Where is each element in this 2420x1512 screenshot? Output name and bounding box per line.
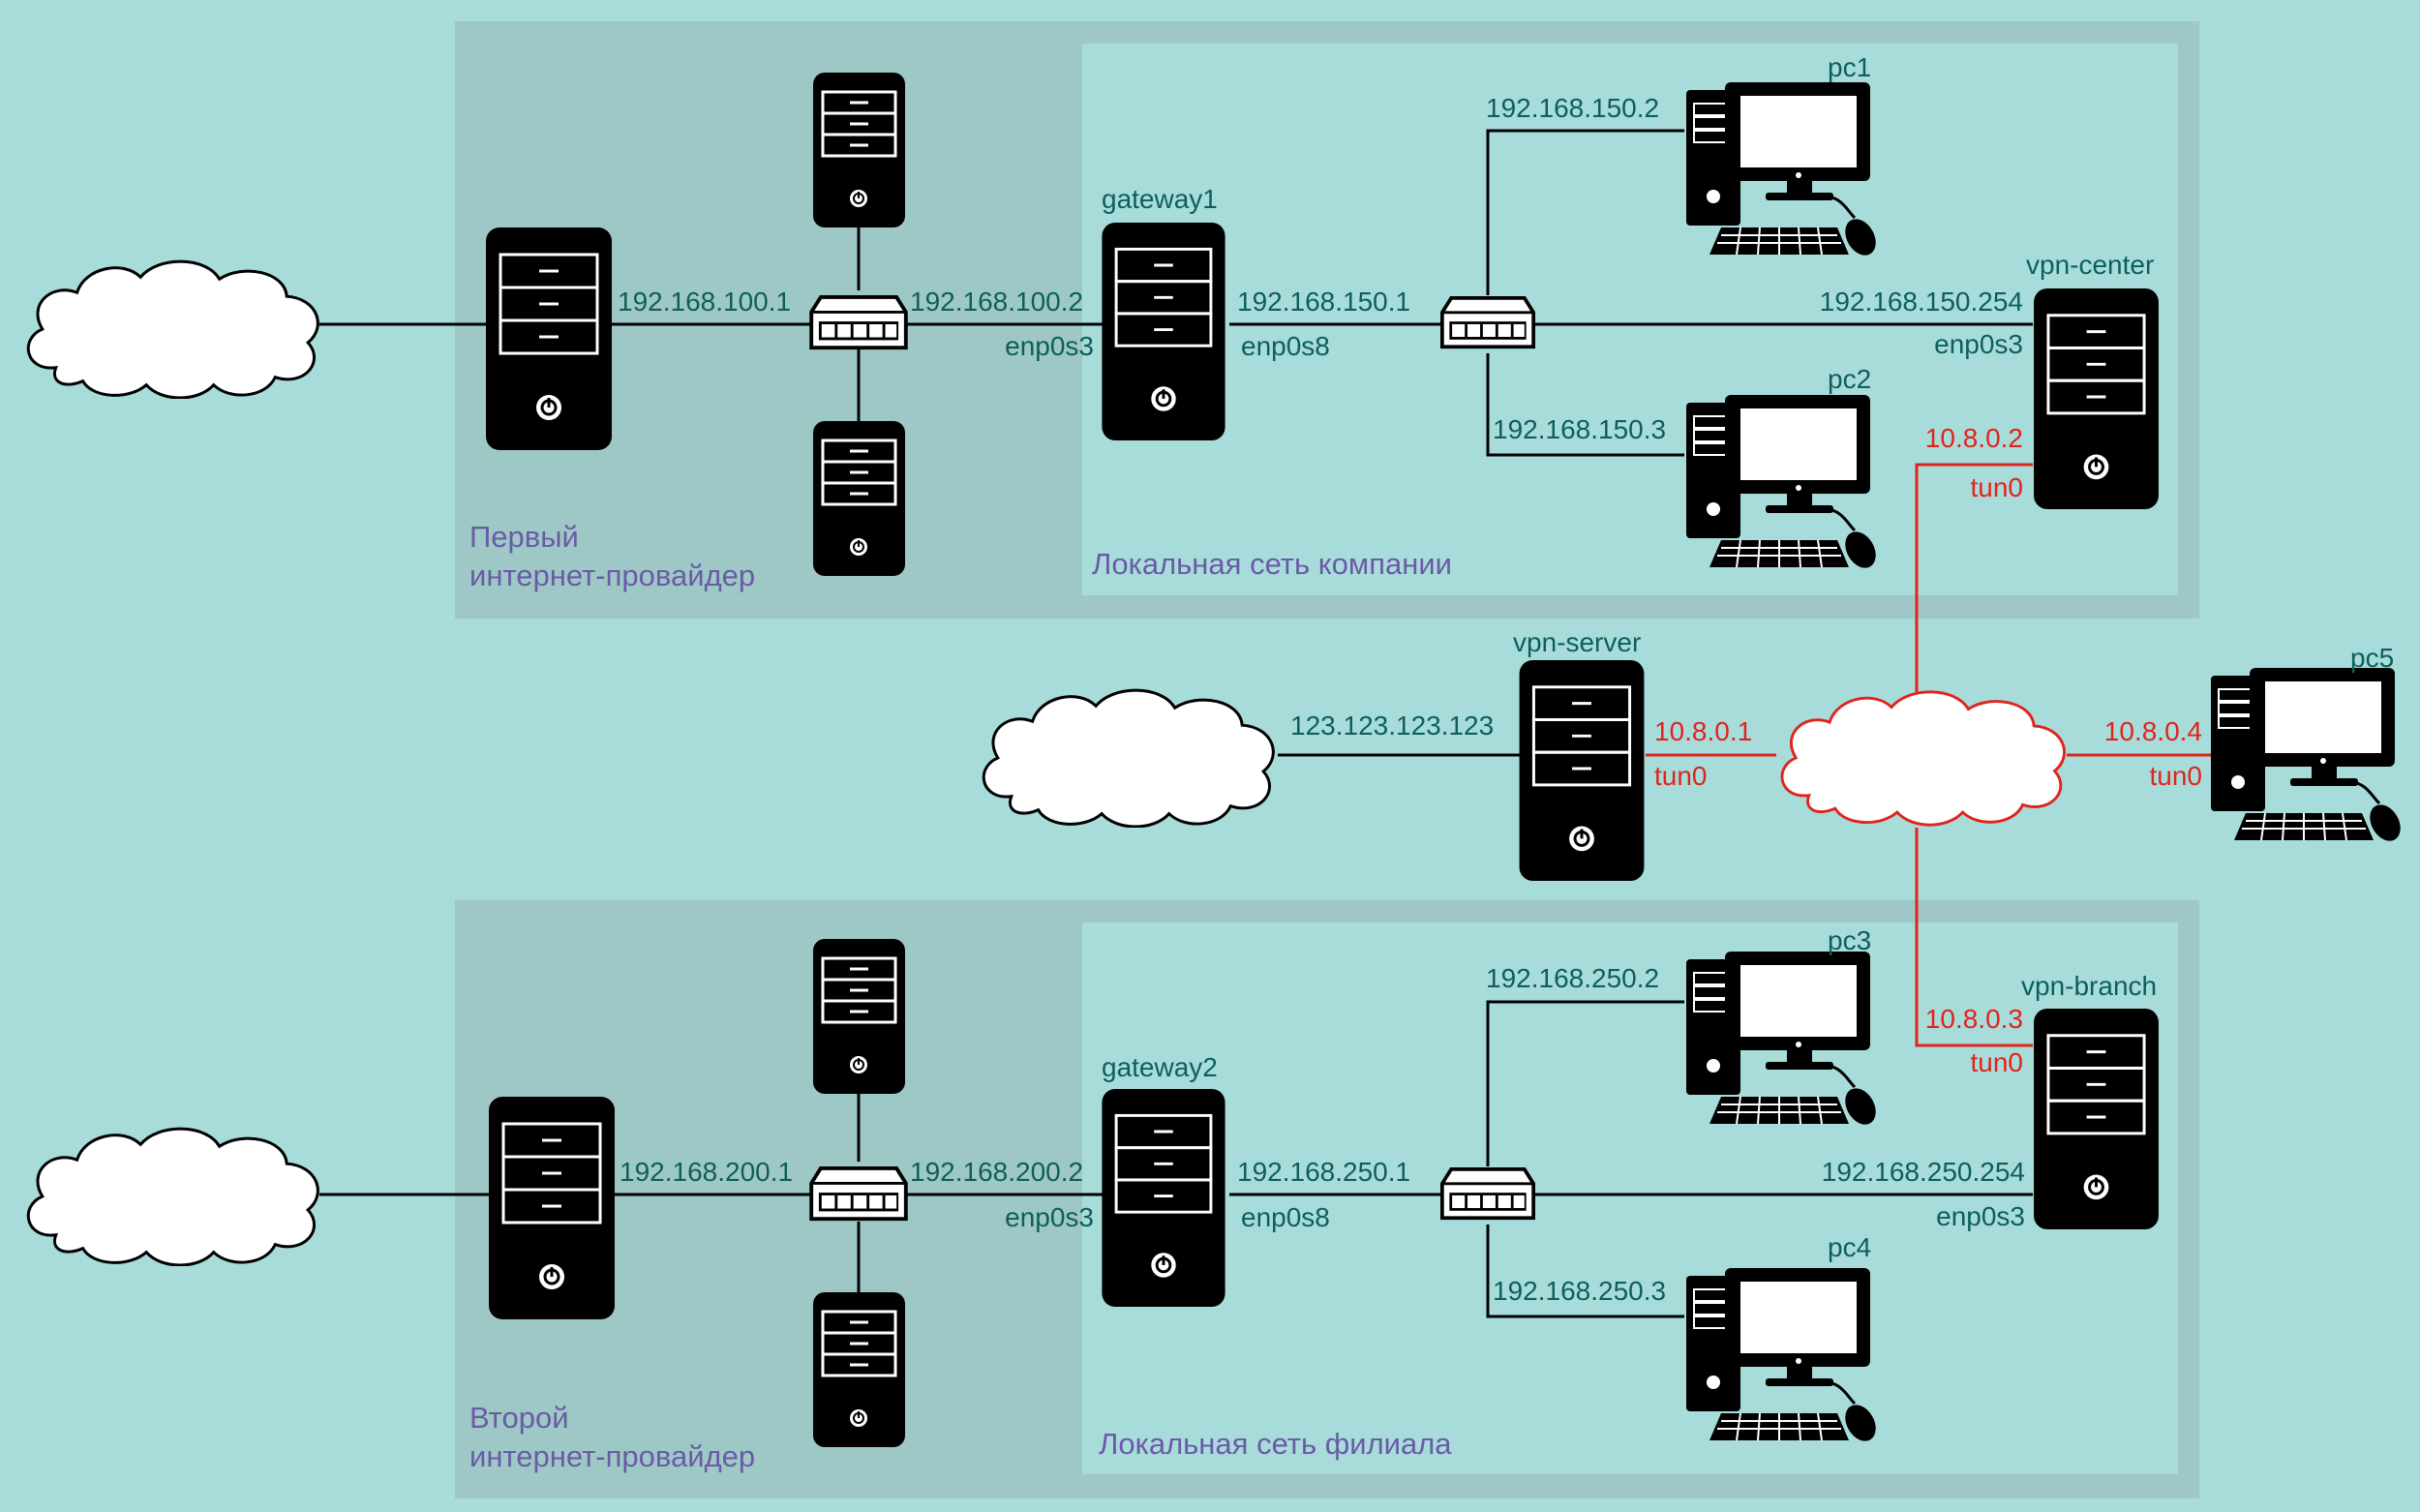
host-pc2: pc2 <box>1828 364 1872 394</box>
pc3-icon <box>1684 952 1876 1126</box>
iface-pc5-tun: tun0 <box>2149 761 2203 791</box>
iface-vpn-server-tun: tun0 <box>1654 761 1708 791</box>
isp1-server-top-icon <box>813 73 905 227</box>
host-vpn-branch: vpn-branch <box>2021 971 2158 1001</box>
pc2-icon <box>1684 395 1876 569</box>
iface-gw1-int: enp0s8 <box>1241 331 1330 361</box>
zone-label-lan-company: Локальная сеть компании <box>1092 547 1452 581</box>
host-pc4: pc4 <box>1828 1232 1872 1262</box>
host-vpn-center: vpn-center <box>2026 250 2155 280</box>
host-pc3: pc3 <box>1828 925 1872 955</box>
addr-vpn-branch-tun: 10.8.0.3 <box>1924 1004 2023 1034</box>
internet-cloud-bottom-icon <box>26 1127 319 1266</box>
isp1-router-server-icon <box>486 227 612 450</box>
addr-gw2-int: 192.168.250.1 <box>1237 1157 1411 1187</box>
isp2-router-server-icon <box>489 1097 615 1319</box>
isp1-server-bottom-icon <box>813 421 905 576</box>
vpn-cloud-icon <box>1780 690 2067 827</box>
addr-gw1-ext: 192.168.100.2 <box>910 287 1084 317</box>
gateway1-server-icon <box>1101 223 1226 440</box>
vpn-center-server-icon <box>2032 288 2161 509</box>
gateway2-server-icon <box>1101 1089 1226 1307</box>
zone-label-isp1: Первый интернет-провайдер <box>469 520 756 592</box>
host-pc1: pc1 <box>1828 52 1872 82</box>
iface-gw1-ext: enp0s3 <box>1005 331 1094 361</box>
isp2-switch-icon <box>809 1166 908 1222</box>
pc1-icon <box>1684 82 1876 257</box>
addr-pc1: 192.168.150.2 <box>1486 93 1660 123</box>
zone-label-isp2: Второй интернет-провайдер <box>469 1401 756 1473</box>
host-gateway2: gateway2 <box>1102 1052 1218 1082</box>
iface-vpn-center-lan: enp0s3 <box>1934 329 2023 359</box>
lan-branch-switch-icon <box>1439 1167 1536 1221</box>
addr-pc4: 192.168.250.3 <box>1493 1276 1667 1306</box>
addr-vpn-server-tun: 10.8.0.1 <box>1654 716 1753 746</box>
lan-company-switch-icon <box>1439 296 1536 349</box>
isp2-server-top-icon <box>813 939 905 1094</box>
addr-pc3: 192.168.250.2 <box>1486 963 1660 993</box>
vpn-server-icon <box>1518 660 1646 881</box>
isp1-switch-icon <box>809 295 908 350</box>
iface-vpn-center-tun: tun0 <box>1970 472 2024 502</box>
addr-isp1-router: 192.168.100.1 <box>618 287 792 317</box>
addr-isp2-router: 192.168.200.1 <box>620 1157 794 1187</box>
addr-vpn-center-lan: 192.168.150.254 <box>1819 287 2023 317</box>
iface-vpn-branch-tun: tun0 <box>1970 1047 2024 1077</box>
pc5-icon <box>2209 668 2401 842</box>
internet-cloud-middle-icon <box>982 688 1275 828</box>
zone-lan-company <box>1082 44 2178 595</box>
zone-label-lan-branch: Локальная сеть филиала <box>1099 1427 1452 1461</box>
addr-vpn-center-tun: 10.8.0.2 <box>1924 423 2023 453</box>
iface-gw2-ext: enp0s3 <box>1005 1202 1094 1232</box>
addr-gw2-ext: 192.168.200.2 <box>910 1157 1084 1187</box>
iface-gw2-int: enp0s8 <box>1241 1202 1330 1232</box>
host-gateway1: gateway1 <box>1102 184 1218 214</box>
isp2-server-bottom-icon <box>813 1292 905 1447</box>
zone-lan-branch <box>1082 922 2178 1474</box>
host-pc5: pc5 <box>2350 643 2395 673</box>
addr-vpn-branch-lan: 192.168.250.254 <box>1821 1157 2025 1187</box>
pc4-icon <box>1684 1268 1876 1442</box>
vpn-branch-server-icon <box>2032 1009 2161 1229</box>
addr-vpn-server-ext: 123.123.123.123 <box>1290 711 1495 741</box>
iface-vpn-branch-lan: enp0s3 <box>1936 1201 2025 1231</box>
addr-pc2: 192.168.150.3 <box>1493 414 1667 444</box>
addr-pc5-tun: 10.8.0.4 <box>2103 716 2202 746</box>
addr-gw1-int: 192.168.150.1 <box>1237 287 1411 317</box>
internet-cloud-top-icon <box>26 259 319 399</box>
host-vpn-server: vpn-server <box>1513 627 1642 657</box>
